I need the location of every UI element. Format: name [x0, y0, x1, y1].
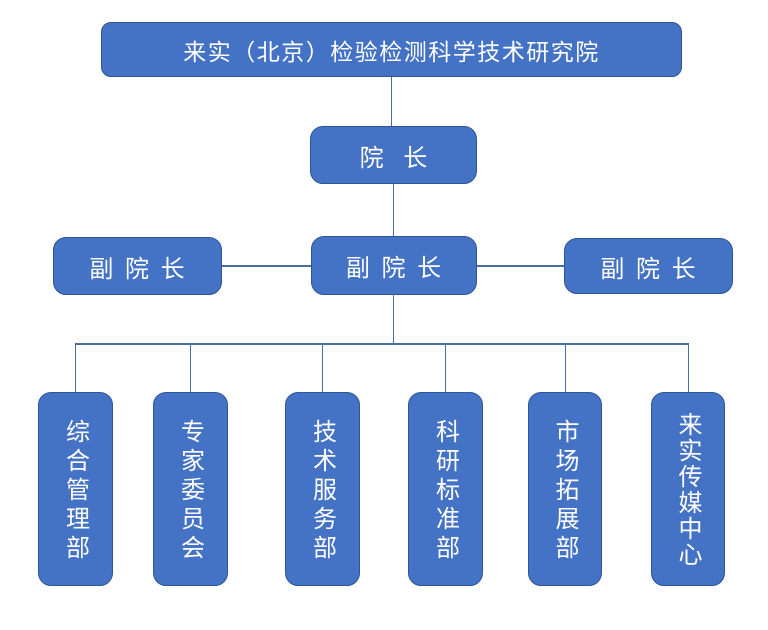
node-vp-left: 副 院 长 [53, 237, 222, 295]
node-vp-center: 副 院 长 [311, 236, 477, 295]
node-dept-research-standards: 科研标准部 [408, 392, 483, 586]
node-dept-media-center-label: 来实传媒中心 [674, 412, 702, 568]
node-vp-right: 副 院 长 [564, 238, 733, 294]
node-vp-center-label: 副 院 长 [345, 254, 443, 282]
connector-institute-president [390, 77, 392, 126]
connector-president-vp [392, 184, 394, 236]
node-vp-left-label: 副 院 长 [89, 254, 186, 283]
connector-drop-dept-1 [74, 343, 76, 392]
node-president: 院 长 [310, 126, 477, 184]
connector-drop-dept-3 [321, 343, 323, 392]
node-dept-expert-committee: 专家委员会 [153, 392, 228, 586]
connector-drop-dept-6 [687, 343, 689, 392]
node-dept-technical-service: 技术服务部 [285, 392, 360, 586]
connector-department-bus [75, 343, 688, 345]
node-dept-research-standards-label: 科研标准部 [431, 419, 460, 564]
connector-vp-right [477, 265, 564, 267]
node-dept-technical-service-label: 技术服务部 [308, 419, 337, 564]
connector-drop-dept-5 [564, 343, 566, 392]
node-institute-label: 来实（北京）检验检测科学技术研究院 [183, 39, 600, 66]
node-dept-market-expansion: 市场拓展部 [528, 392, 602, 586]
node-institute: 来实（北京）检验检测科学技术研究院 [101, 22, 682, 77]
node-dept-general-management: 综合管理部 [38, 392, 113, 586]
connector-vp-departments-stem [392, 294, 394, 343]
node-dept-market-expansion-label: 市场拓展部 [551, 419, 579, 564]
node-vp-right-label: 副 院 长 [600, 254, 697, 283]
connector-vp-left [222, 265, 311, 267]
node-president-label: 院 长 [359, 143, 428, 172]
connector-drop-dept-2 [189, 343, 191, 392]
node-dept-media-center: 来实传媒中心 [651, 392, 725, 586]
connector-drop-dept-4 [444, 343, 446, 392]
node-dept-general-management-label: 综合管理部 [61, 419, 90, 564]
node-dept-expert-committee-label: 专家委员会 [176, 419, 205, 564]
